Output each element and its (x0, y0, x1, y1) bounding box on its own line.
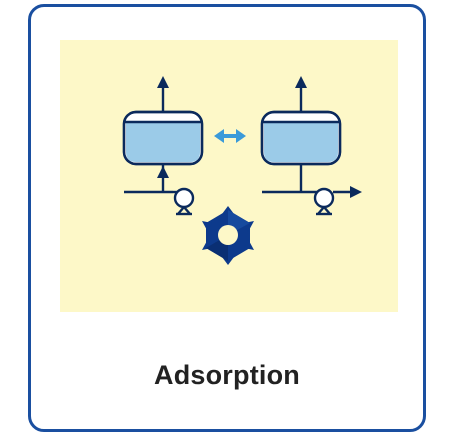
gear-icon (202, 206, 254, 265)
pump-icon (173, 187, 195, 216)
process-diagram (122, 76, 362, 265)
exchange-arrow-icon (214, 129, 246, 143)
card-caption: Adsorption (154, 360, 300, 390)
pump-icon (313, 186, 362, 216)
adsorption-vessel-left-icon (122, 76, 204, 194)
adsorption-vessel-right-icon (260, 76, 342, 194)
process-diagram-panel (60, 40, 398, 312)
